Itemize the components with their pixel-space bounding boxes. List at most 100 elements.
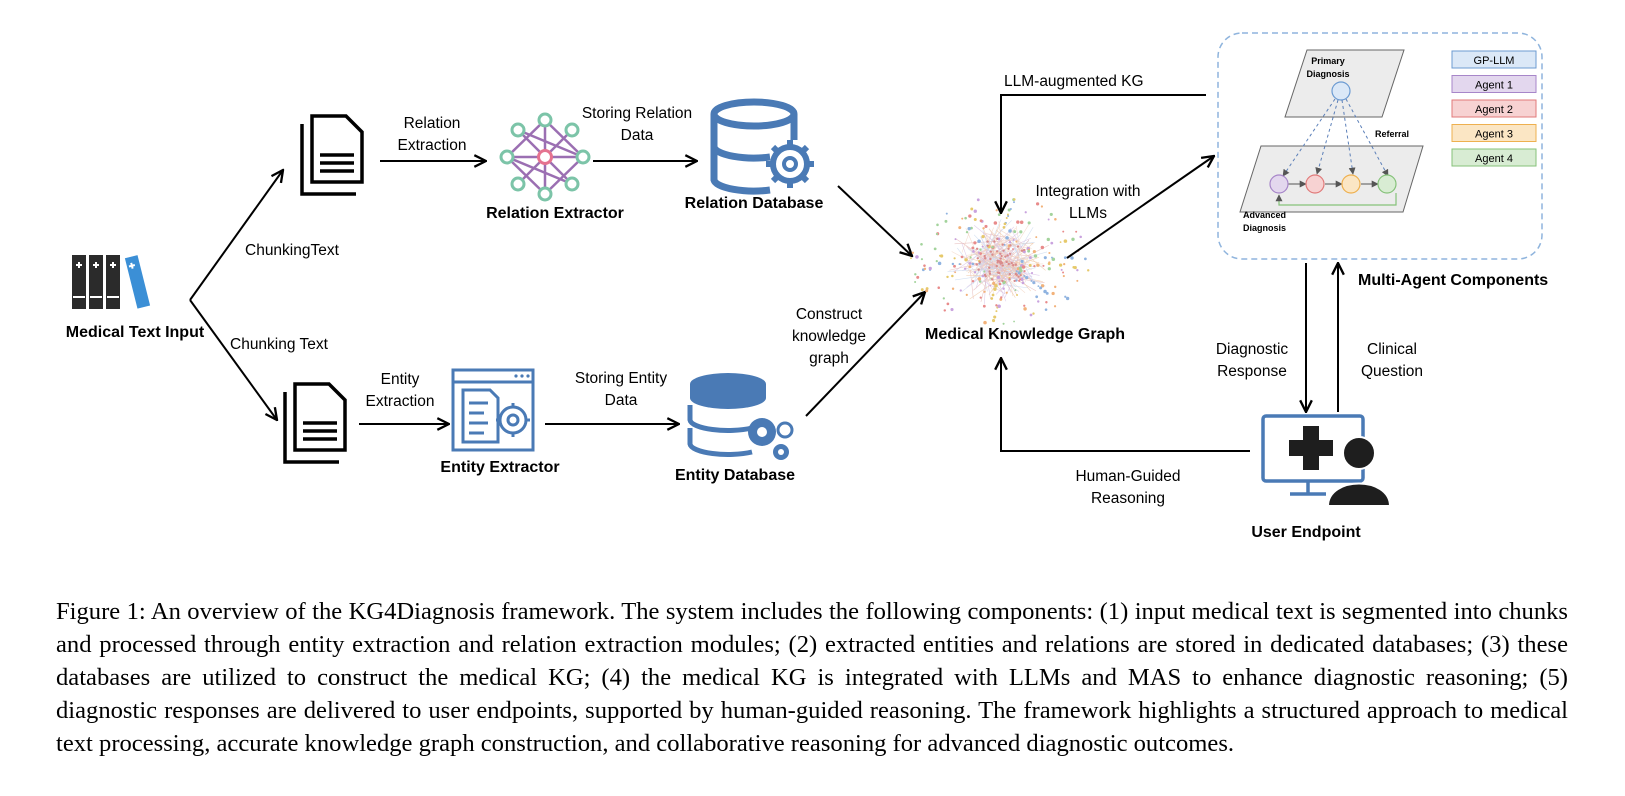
kg-node xyxy=(967,227,971,231)
human-guided-label-2: Reasoning xyxy=(1091,490,1165,507)
kg-node xyxy=(991,245,994,249)
kg-node xyxy=(1065,296,1070,301)
kg-node xyxy=(935,259,938,263)
kg-node xyxy=(1030,272,1034,275)
kg-node xyxy=(936,223,939,227)
kg-node xyxy=(1019,278,1022,281)
kg-node xyxy=(1017,275,1020,278)
kg-node xyxy=(1076,279,1079,282)
kg-node xyxy=(1033,265,1036,268)
kg-node xyxy=(1000,296,1003,299)
kg-node xyxy=(1079,235,1082,239)
kg-node xyxy=(1035,236,1038,239)
storing-relation-label-2: Data xyxy=(621,127,654,144)
kg-edge xyxy=(992,246,1029,256)
kg-node xyxy=(1013,320,1015,323)
kg-node xyxy=(1030,280,1033,282)
kg-node xyxy=(973,271,977,274)
kg-node xyxy=(984,224,988,228)
kg-node xyxy=(970,207,974,211)
kg-node xyxy=(923,264,926,267)
kg-node xyxy=(1027,249,1031,253)
entity-extraction-label-1: Entity xyxy=(381,371,420,388)
kg-edge xyxy=(1004,283,1012,299)
kg-node xyxy=(1019,268,1023,273)
kg-node xyxy=(975,263,978,266)
kg-node xyxy=(986,240,989,243)
legend-box xyxy=(1451,99,1537,118)
kg-node xyxy=(999,257,1002,260)
kg-node xyxy=(1062,230,1065,233)
kg-node xyxy=(925,289,929,293)
kg-node xyxy=(979,248,982,251)
kg-node xyxy=(1004,255,1007,258)
kg-node xyxy=(1005,260,1008,264)
kg-node xyxy=(1002,287,1005,290)
kg-edge xyxy=(949,262,981,271)
kg-node xyxy=(914,280,917,284)
kg-node xyxy=(1023,307,1027,311)
relation-database-icon xyxy=(710,98,814,195)
document-icon-bottom xyxy=(283,382,347,464)
storing-entity-label-2: Data xyxy=(605,392,638,409)
kg-node xyxy=(960,255,964,259)
kg-edge xyxy=(1015,226,1026,283)
kg-node xyxy=(923,267,927,271)
integration-label-2: LLMs xyxy=(1069,205,1107,222)
kg-edge xyxy=(994,235,1005,250)
kg-node xyxy=(989,250,993,253)
kg-node xyxy=(1075,230,1078,233)
kg-node xyxy=(1013,198,1016,201)
kg-node xyxy=(945,212,948,215)
kg-node xyxy=(1003,243,1006,246)
kg-node xyxy=(1039,286,1043,290)
kg-node xyxy=(1050,241,1054,245)
kg-node xyxy=(968,261,972,265)
kg-node xyxy=(1059,241,1062,244)
kg-node xyxy=(938,254,942,257)
kg-node xyxy=(1037,285,1040,288)
kg-node xyxy=(1035,295,1039,299)
legend-label: Agent 3 xyxy=(1475,129,1513,141)
diagnostic-response-label-1: Diagnostic xyxy=(1216,341,1289,358)
kg-node xyxy=(964,216,967,220)
kg-node xyxy=(979,252,983,256)
kg-edge xyxy=(1015,239,1030,258)
legend-box xyxy=(1451,124,1537,142)
kg-node xyxy=(1002,249,1005,252)
kg-node xyxy=(981,234,985,239)
kg-node xyxy=(977,239,981,244)
edge-kg-to-mas xyxy=(1066,156,1214,259)
kg-node xyxy=(1014,263,1017,266)
kg-node xyxy=(1040,245,1045,250)
kg-edge xyxy=(998,252,1031,292)
advanced-label-2: Diagnosis xyxy=(1243,223,1286,233)
kg-node xyxy=(1032,312,1035,315)
node-entity-extractor-label: Entity Extractor xyxy=(440,459,559,476)
kg-node xyxy=(937,286,941,289)
kg-node xyxy=(993,315,997,319)
kg-edge xyxy=(995,245,1017,277)
kg-node xyxy=(953,257,956,260)
kg-edge xyxy=(970,251,995,254)
kg-node xyxy=(1018,266,1022,270)
kg-node xyxy=(963,267,967,270)
entity-extraction-label-2: Extraction xyxy=(366,393,435,410)
storing-relation-label-1: Storing Relation xyxy=(582,105,692,122)
node-relation-extractor-label: Relation Extractor xyxy=(486,205,624,222)
kg-edge xyxy=(961,243,969,262)
kg-node xyxy=(983,257,987,260)
node-entity-database-label: Entity Database xyxy=(675,467,795,484)
kg-node xyxy=(1008,240,1012,244)
kg-node xyxy=(983,273,987,277)
kg-edge xyxy=(1009,266,1016,279)
kg-node xyxy=(1001,264,1004,267)
kg-edge xyxy=(989,276,1033,280)
kg-node xyxy=(995,250,999,253)
kg-edge xyxy=(971,242,1035,251)
kg-node xyxy=(959,289,962,292)
kg-node xyxy=(1016,220,1020,224)
kg-node xyxy=(982,227,985,230)
kg-node xyxy=(1033,254,1038,258)
kg-node xyxy=(978,280,982,283)
